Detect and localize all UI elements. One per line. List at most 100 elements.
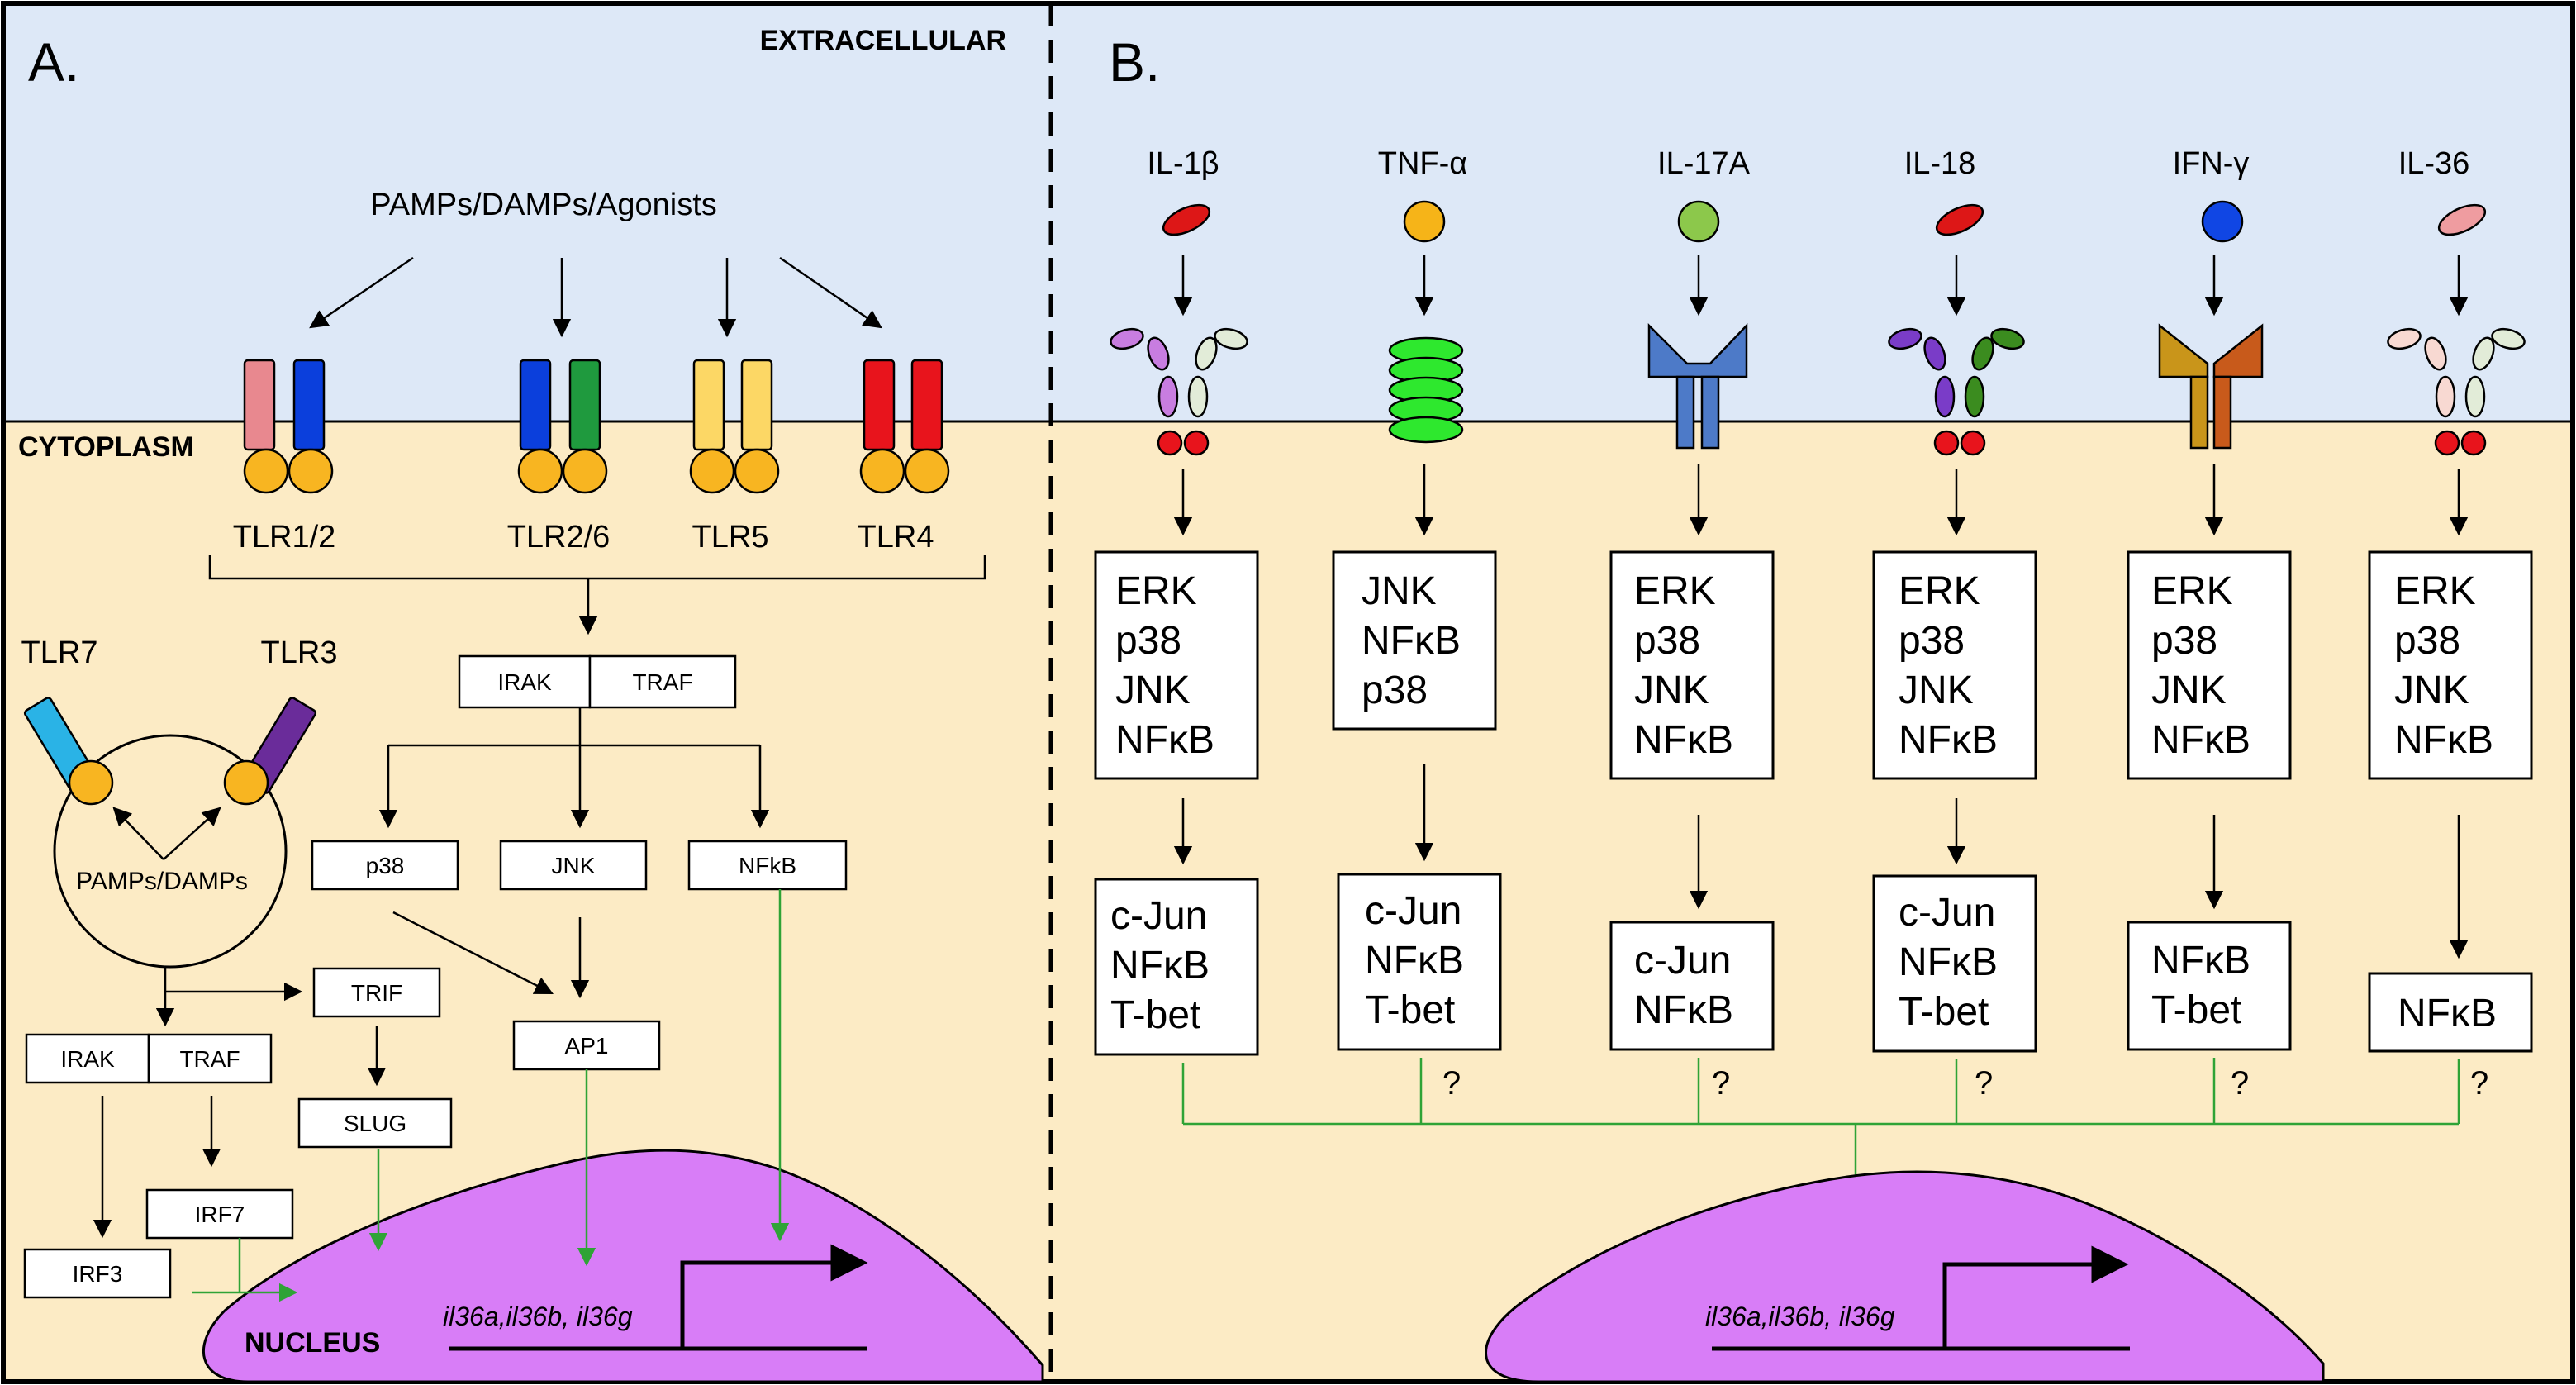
ligand-tnfa [1403,200,1446,243]
il1r-a-outer [1110,327,1144,350]
traf2-label: TRAF [179,1046,240,1072]
il18r-a-inner [1934,375,1956,418]
trif-box [312,967,441,1018]
tlr7-label: TLR7 [21,635,98,670]
tlr4-right-chain [910,359,943,451]
tf-text-il36: NFκB [2398,992,2497,1035]
kinase-ifng-1: p38 [2151,619,2217,663]
kinase-il36-1: p38 [2394,619,2460,663]
panel-b: B. IL-1β TNF-α IL-17A IL-18 IFN-γ IL-36 [1094,31,2533,1383]
il18-receptor [1888,327,2025,456]
tlr12-tir-right [288,448,334,494]
kinase-text-il18: ERK p38 JNK NFκB [1899,569,1998,762]
tf-text-il18: c-Jun NFκB T-bet [1899,891,2008,1034]
extracellular-region [3,3,2573,421]
il36r-b-mid [2472,336,2495,371]
nfkb-label: NFkB [739,853,796,878]
nfkb-box [687,840,848,891]
tlr4-label: TLR4 [858,520,934,554]
trif-label: TRIF [351,980,402,1006]
tf-il18-2: T-bet [1899,990,1989,1034]
pamps-to-tlr12-arrow [309,256,414,329]
kinase-box-tnfa [1332,550,1497,731]
tlr26-tir-left [517,448,563,494]
slug-label: SLUG [344,1111,406,1136]
slug-box [297,1097,453,1149]
tlr12-tir-left [243,448,289,494]
kinase-il17a-1: p38 [1634,619,1700,663]
tf-il1b-1: NFκB [1110,944,1210,988]
ifng-receptor [2158,323,2264,450]
irak-label: IRAK [497,669,552,695]
kinase-box-il36 [2368,550,2533,780]
il36r-tir-left [2434,430,2460,456]
endosome-pamps-arrow-right [163,807,221,860]
kinase-il1b-2: JNK [1115,669,1191,712]
ifngr-stalk-b [2212,375,2232,450]
il1-receptor [1110,327,1248,456]
tnf-receptor [1388,336,1464,444]
tf-tnfa-2: T-bet [1365,988,1455,1032]
traf2-box [147,1033,273,1084]
kinase-il1b-3: NFκB [1115,718,1214,762]
question-tnfa: ? [1442,1065,1461,1102]
kinase-il1b-0: ERK [1115,569,1197,613]
irf3-box [23,1248,172,1299]
kinase-il36-3: NFκB [2394,718,2493,762]
tlr12-label: TLR1/2 [233,520,336,554]
kinase-il18-2: JNK [1899,669,1974,712]
nucleus-b-promoter-arrow [1942,1245,2129,1349]
tf-il17a-1: NFκB [1634,988,1733,1032]
tf-box-il1b [1094,878,1259,1056]
tf-box-il18 [1872,874,2037,1053]
tf-il18-1: NFκB [1899,940,1998,984]
question-il18: ? [1975,1065,1993,1102]
il18r-a-mid [1923,336,1946,371]
nucleus-a-promoter-arrow [680,1244,868,1349]
tnfr-layer-5 [1388,416,1464,444]
tlr12-receptor: TLR1/2 [233,359,336,554]
kinase-il17a-0: ERK [1634,569,1716,613]
ligand-il18 [1935,203,1984,236]
kinase-box-il17a [1609,550,1775,780]
il36r-tir-right [2460,430,2487,456]
tf-il17a-0: c-Jun [1634,939,1731,983]
tlr12-right-chain [292,359,326,451]
panel-b-letter: B. [1109,31,1160,93]
irf7-box [145,1188,294,1240]
tlr4-left-chain [863,359,896,451]
cytoplasm-label: CYTOPLASM [18,431,194,463]
irf7-label: IRF7 [195,1202,245,1227]
tf-text-il1b: c-Jun NFκB T-bet [1110,894,1220,1037]
il18r-b-outer [1990,327,2025,350]
tlr12-left-chain [243,359,276,451]
pamps-label: PAMPs/DAMPs/Agonists [370,188,717,222]
il36r-a-mid [2424,336,2447,371]
p38-box [311,840,459,891]
tlr5-tir-right [734,448,780,494]
nucleus-label: NUCLEUS [245,1327,380,1359]
tf-tnfa-1: NFκB [1365,939,1464,983]
kinase-il36-2: JNK [2394,669,2469,712]
tlr26-label: TLR2/6 [507,520,611,554]
ligand-label-il18: IL-18 [1904,146,1976,181]
p38-to-ap1-arrow [392,911,554,995]
tlr4-receptor: TLR4 [858,359,950,554]
tlr5-receptor: TLR5 [689,359,780,554]
tf-box-il36 [2368,972,2533,1053]
tlr26-left-chain [519,359,552,451]
kinase-tnfa-2: p38 [1362,669,1428,712]
ligand-il1b [1162,203,1211,236]
ap1-box [512,1020,661,1071]
irf3-label: IRF3 [73,1261,123,1287]
tf-ifng-0: NFκB [2151,939,2250,983]
kinase-il18-1: p38 [1899,619,1965,663]
kinase-text-ifng: ERK p38 JNK NFκB [2151,569,2250,762]
il36r-a-outer [2387,327,2422,350]
endosome-pamps-arrow-left [112,807,164,860]
p38-label: p38 [366,853,405,878]
tf-il1b-2: T-bet [1110,993,1200,1037]
tlr26-tir-right [562,448,608,494]
tf-text-tnfa: c-Jun NFκB T-bet [1365,889,1475,1032]
kinase-il18-3: NFκB [1899,718,1998,762]
